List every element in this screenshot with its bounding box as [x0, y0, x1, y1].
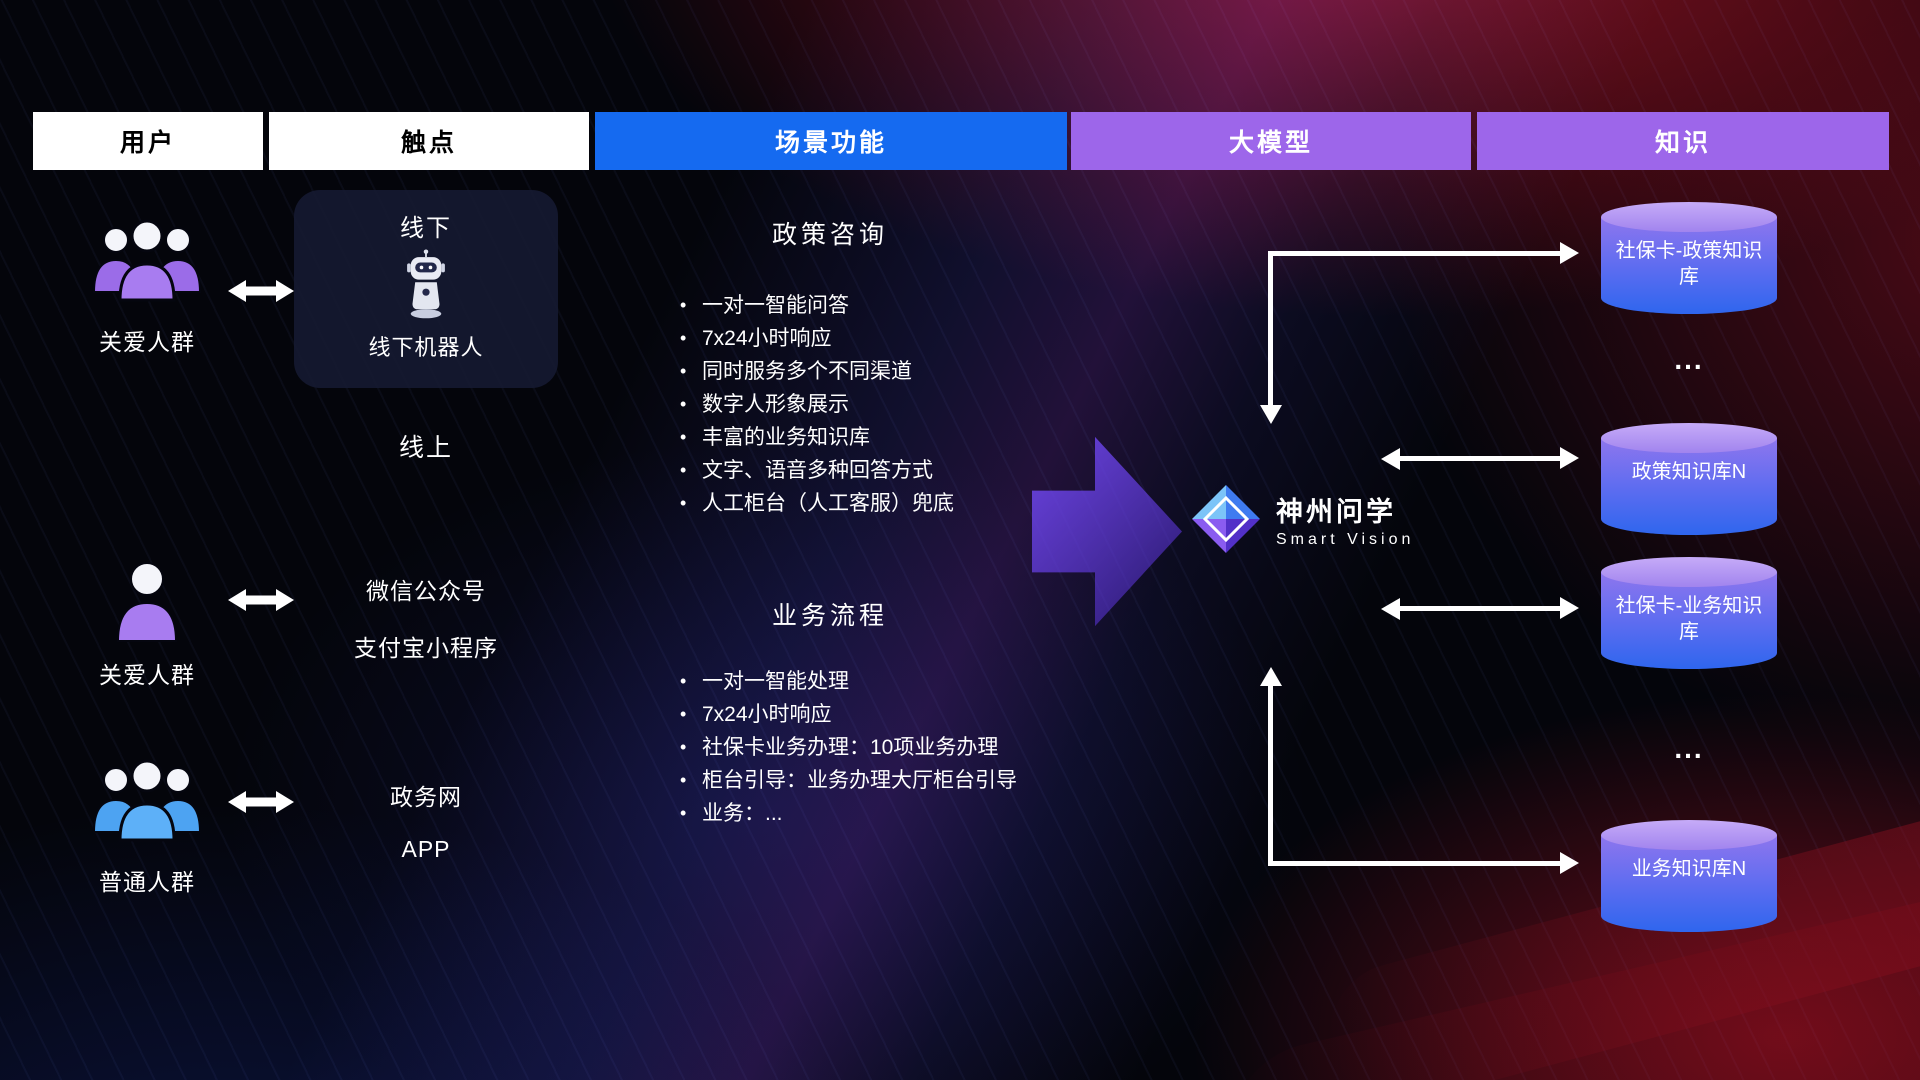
- model-subtitle: Smart Vision: [1276, 530, 1415, 548]
- scenario-title-business: 业务流程: [771, 602, 888, 630]
- db-label: 社保卡-政策知识库: [1615, 240, 1763, 288]
- list-item: 文字、语音多种回答方式: [676, 454, 1106, 487]
- connector-mid2-horizontal: [1399, 606, 1560, 611]
- people-group-icon: [92, 219, 202, 302]
- touchpoint-gov-web: 政务网: [390, 784, 462, 810]
- column-header-knowledge: 知识: [1477, 112, 1889, 170]
- arrowhead-left-icon: [1381, 598, 1400, 620]
- connector-bottom-horizontal: [1268, 861, 1560, 866]
- connector-bottom-vertical: [1268, 685, 1273, 866]
- arrowhead-down-icon: [1260, 405, 1282, 424]
- user-person-care-2: 关爱人群: [67, 555, 227, 690]
- double-arrow-icon: [228, 589, 294, 611]
- list-item: 社保卡业务办理：10项业务办理: [676, 731, 1106, 764]
- list-item: 一对一智能处理: [676, 665, 1106, 698]
- background-red-swoosh: [1210, 858, 1920, 1080]
- offline-robot-label: 线下机器人: [368, 335, 484, 360]
- person-icon: [116, 562, 178, 642]
- column-header-touchpoints: 触点: [269, 112, 589, 170]
- model-logo: 神州问学 Smart Vision: [1190, 483, 1414, 555]
- list-item: 7x24小时响应: [676, 698, 1106, 731]
- db-label: 业务知识库N: [1631, 858, 1747, 880]
- list-item: 柜台引导：业务办理大厅柜台引导: [676, 764, 1106, 797]
- connector-top-horizontal: [1268, 251, 1560, 256]
- arrowhead-right-icon: [1560, 852, 1579, 874]
- knowledge-db-business-n: 业务知识库N: [1601, 820, 1777, 932]
- list-item: 人工柜台（人工客服）兜底: [676, 487, 1106, 520]
- list-item: 业务：...: [676, 797, 1106, 830]
- people-group-icon: [92, 759, 202, 842]
- touchpoint-app: APP: [401, 836, 451, 862]
- database-icon: [1601, 423, 1777, 453]
- scenario-business-list: 一对一智能处理 7x24小时响应 社保卡业务办理：10项业务办理 柜台引导：业务…: [676, 665, 1106, 830]
- offline-touchpoint-card: 线下 线下机器人: [294, 190, 558, 388]
- diamond-logo-icon: [1192, 485, 1260, 553]
- list-item: 7x24小时响应: [676, 322, 1106, 355]
- user-label: 关爱人群: [99, 662, 195, 688]
- user-group-care-1: 关爱人群: [67, 212, 227, 357]
- arrowhead-right-icon: [1560, 597, 1579, 619]
- arrowhead-right-icon: [1560, 447, 1579, 469]
- arrowhead-up-icon: [1260, 667, 1282, 686]
- model-name: 神州问学: [1276, 496, 1396, 527]
- knowledge-ellipsis: ...: [1674, 733, 1704, 764]
- arrowhead-right-icon: [1560, 242, 1579, 264]
- connector-top-vertical: [1268, 253, 1273, 405]
- double-arrow-icon: [228, 280, 294, 302]
- offline-title: 线下: [400, 215, 452, 242]
- user-group-general-3: 普通人群: [67, 752, 227, 897]
- knowledge-db-policy-ssc: 社保卡-政策知识库: [1601, 202, 1777, 314]
- list-item: 同时服务多个不同渠道: [676, 355, 1106, 388]
- scenario-title-policy: 政策咨询: [771, 221, 888, 249]
- list-item: 一对一智能问答: [676, 289, 1106, 322]
- column-header-large-model: 大模型: [1071, 112, 1471, 170]
- double-arrow-icon: [228, 791, 294, 813]
- db-label: 社保卡-业务知识库: [1615, 595, 1763, 643]
- user-label: 关爱人群: [99, 329, 195, 355]
- scenario-policy-list: 一对一智能问答 7x24小时响应 同时服务多个不同渠道 数字人形象展示 丰富的业…: [676, 289, 1106, 520]
- user-label: 普通人群: [99, 869, 195, 895]
- database-icon: [1601, 557, 1777, 587]
- database-icon: [1601, 820, 1777, 850]
- knowledge-db-policy-n: 政策知识库N: [1601, 423, 1777, 535]
- list-item: 丰富的业务知识库: [676, 421, 1106, 454]
- knowledge-ellipsis: ...: [1674, 344, 1704, 375]
- column-header-scenario-functions: 场景功能: [595, 112, 1067, 170]
- database-icon: [1601, 202, 1777, 232]
- column-header-users: 用户: [33, 112, 263, 170]
- arrowhead-left-icon: [1381, 448, 1400, 470]
- list-item: 数字人形象展示: [676, 388, 1106, 421]
- connector-mid1-horizontal: [1399, 456, 1560, 461]
- online-title: 线上: [398, 434, 453, 462]
- touchpoint-wechat: 微信公众号: [366, 578, 486, 604]
- robot-icon: [407, 249, 445, 319]
- touchpoint-alipay: 支付宝小程序: [354, 635, 498, 661]
- db-label: 政策知识库N: [1631, 461, 1747, 483]
- knowledge-db-business-ssc: 社保卡-业务知识库: [1601, 557, 1777, 669]
